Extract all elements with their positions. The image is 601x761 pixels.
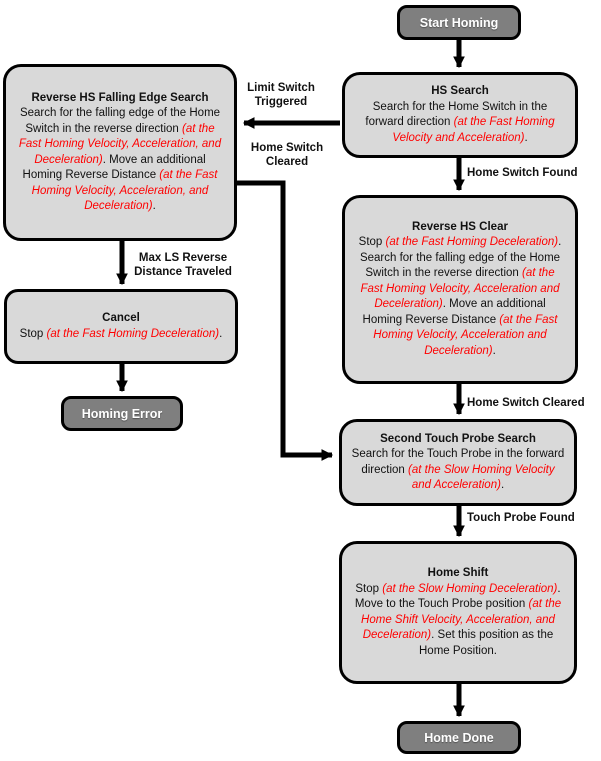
node-body: Search for the falling edge of the Home … [18,107,222,212]
node-title: Second Touch Probe Search [380,432,536,445]
node-hs-search: HS Search Search for the Home Switch in … [342,72,578,158]
node-title: HS Search [431,85,489,97]
node-title: Cancel [102,312,140,324]
node-home-done: Home Done [397,721,521,754]
node-reverse-hs-clear: Reverse HS Clear Stop (at the Fast Homin… [342,195,578,384]
node-label: Home Done [424,730,494,745]
edge-label-limit-switch-triggered: Limit Switch Triggered [247,82,315,108]
node-body: Search for the Home Switch in the forwar… [365,100,555,144]
node-title: Reverse HS Clear [412,220,508,233]
node-body: Stop (at the Slow Homing Deceleration). … [354,582,562,657]
edge-label-home-switch-cleared-right: Home Switch Cleared [467,397,585,409]
node-label: Start Homing [419,15,499,30]
edge-label-home-switch-found: Home Switch Found [467,167,578,179]
node-title: Home Shift [427,567,489,579]
node-title: Reverse HS Falling Edge Search [31,91,209,104]
edge-label-max-ls-reverse-distance-traveled: Max LS Reverse Distance Traveled [134,252,232,278]
edge-label-touch-probe-found: Touch Probe Found [467,512,575,524]
node-homing-error: Homing Error [61,396,183,431]
node-second-touch-probe-search: Second Touch Probe Search Search for the… [339,419,577,506]
arrow-reverse-falling-to-second-touch [235,180,334,461]
node-body: Stop (at the Fast Homing Deceleration). [19,327,223,340]
node-body: Stop (at the Fast Homing Deceleration). … [358,236,562,357]
node-cancel: Cancel Stop (at the Fast Homing Decelera… [4,289,238,364]
node-body: Search for the Touch Probe in the forwar… [351,448,565,491]
node-start-homing: Start Homing [397,5,521,40]
node-home-shift: Home Shift Stop (at the Slow Homing Dece… [339,541,577,684]
edge-label-home-switch-cleared-left: Home Switch Cleared [250,142,324,168]
node-label: Homing Error [81,406,163,421]
node-reverse-hs-falling-edge-search: Reverse HS Falling Edge Search Search fo… [3,64,237,241]
